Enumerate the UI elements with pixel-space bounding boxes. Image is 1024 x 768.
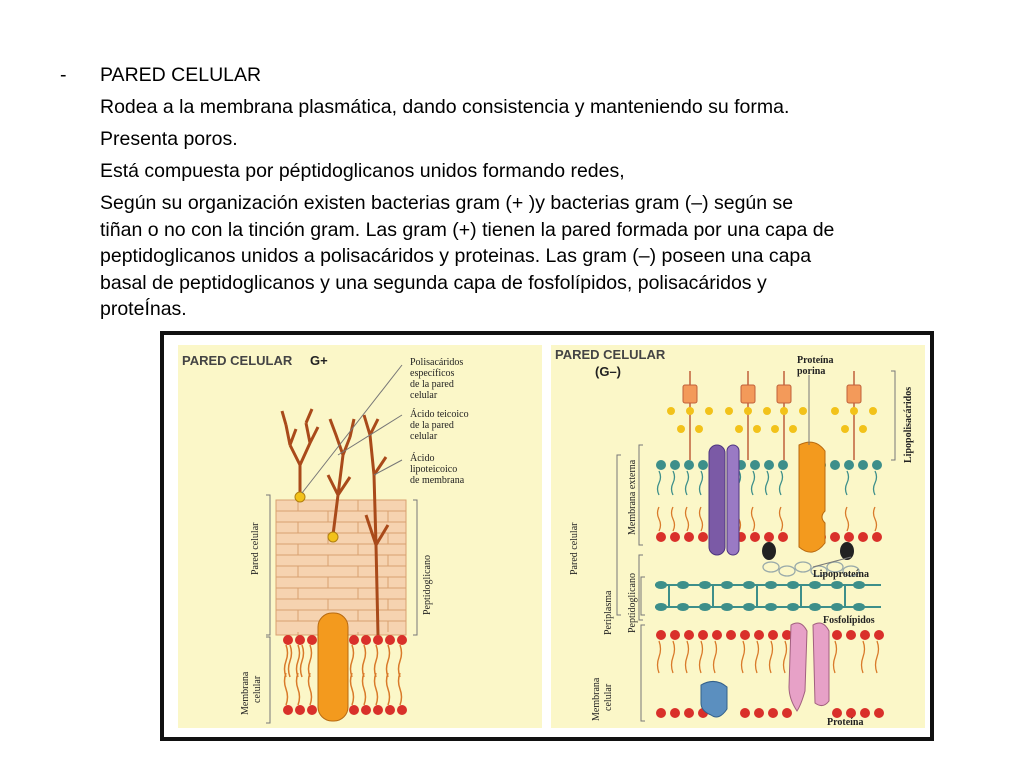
polysaccharide-anchor-dot — [294, 491, 306, 503]
paragraph-3: Está compuesta por péptidoglicanos unido… — [100, 160, 625, 182]
label-cell-membrane: celular — [252, 675, 263, 703]
label-cell-membrane: celular — [603, 683, 614, 711]
lipopolysaccharides — [667, 371, 877, 460]
gram-negative-title: PARED CELULAR — [555, 347, 666, 362]
slide-text: - PARED CELULAR Rodea a la membrana plas… — [60, 62, 980, 323]
label-lipoteichoic-acid: lipoteicoico — [410, 464, 457, 475]
membrane-protein — [788, 622, 808, 712]
gram-negative-diagram: PARED CELULAR (G–) — [555, 347, 914, 728]
organization-line: peptidoglicanos unidos a polisacáridos y… — [100, 245, 812, 267]
label-polysaccharides: específicos — [410, 368, 455, 379]
membrane-protein — [700, 681, 728, 718]
outer-membrane — [656, 441, 882, 556]
peptidoglycan-wall — [275, 499, 407, 636]
gram-positive-membrane — [283, 612, 407, 722]
label-peptidoglycan: Peptidoglicano — [422, 555, 433, 615]
bullet-dash: - — [60, 64, 67, 86]
label-periplasm: Periplasma — [603, 590, 614, 635]
label-outer-membrane: Membrana externa — [627, 459, 638, 535]
label-porin: porina — [797, 366, 825, 377]
paragraph-2: Presenta poros. — [100, 128, 238, 150]
label-polysaccharides: celular — [410, 390, 438, 401]
label-lipoprotein: Lipoproteína — [813, 569, 869, 580]
label-peptidoglycan: Peptidoglicano — [627, 573, 638, 633]
organization-line: tiñan o no con la tinción gram. Las gram… — [100, 218, 835, 241]
organization-line: Según su organización existen bacterias … — [100, 192, 794, 214]
teichoic-anchor-dot — [327, 531, 339, 543]
paragraph-organization: Según su organización existen bacterias … — [60, 190, 980, 323]
label-protein: Proteína — [827, 717, 863, 728]
bullet-heading: - PARED CELULAR — [60, 62, 980, 89]
paragraph-1: Rodea a la membrana plasmática, dando co… — [100, 96, 790, 118]
outer-membrane-protein — [708, 444, 726, 556]
gram-negative-cell-membrane — [656, 622, 884, 718]
label-polysaccharides: de la pared — [410, 379, 454, 390]
porin-protein — [798, 441, 826, 553]
polysaccharide-chains — [280, 408, 390, 636]
gram-negative-suffix: (G–) — [595, 364, 621, 379]
gram-positive-labels: Polisacáridos específicos de la pared ce… — [240, 357, 469, 715]
gram-positive-title: PARED CELULAR — [182, 353, 293, 368]
membrane-protein — [317, 612, 349, 722]
label-teichoic-acid: Ácido teicoico — [410, 408, 469, 420]
label-lipoteichoic-acid: Ácido — [410, 452, 434, 464]
gram-negative-labels: Proteína porina Lipopolisacáridos Membra… — [569, 355, 914, 728]
label-teichoic-acid: celular — [410, 431, 438, 442]
organization-line: basal de peptidoglicanos y una segunda c… — [100, 271, 767, 294]
label-lipoteichoic-acid: de membrana — [410, 475, 465, 486]
label-lipopolysaccharides: Lipopolisacáridos — [903, 387, 914, 463]
label-cell-wall: Pared celular — [250, 522, 261, 575]
label-polysaccharides: Polisacáridos — [410, 357, 463, 368]
label-cell-wall: Pared celular — [569, 522, 580, 575]
membrane-protein — [812, 622, 830, 707]
lipoproteins — [762, 542, 860, 577]
gram-negative-panel: PARED CELULAR (G–) — [551, 345, 925, 728]
label-cell-membrane: Membrana — [240, 671, 251, 715]
gram-positive-suffix: G+ — [310, 353, 328, 368]
label-phospholipids: Fosfolípidos — [823, 615, 875, 626]
label-teichoic-acid: de la pared — [410, 420, 454, 431]
peptidoglycan-layer — [655, 581, 881, 611]
gram-positive-panel: PARED CELULAR G+ — [178, 345, 542, 728]
gram-positive-diagram: PARED CELULAR G+ — [182, 353, 469, 724]
label-cell-membrane: Membrana — [591, 677, 602, 721]
section-heading: PARED CELULAR — [100, 64, 262, 86]
outer-membrane-protein — [726, 444, 740, 556]
cell-wall-figure: PARED CELULAR G+ — [160, 331, 934, 741]
label-porin: Proteína — [797, 355, 833, 366]
organization-line: proteÍnas. — [100, 298, 187, 320]
